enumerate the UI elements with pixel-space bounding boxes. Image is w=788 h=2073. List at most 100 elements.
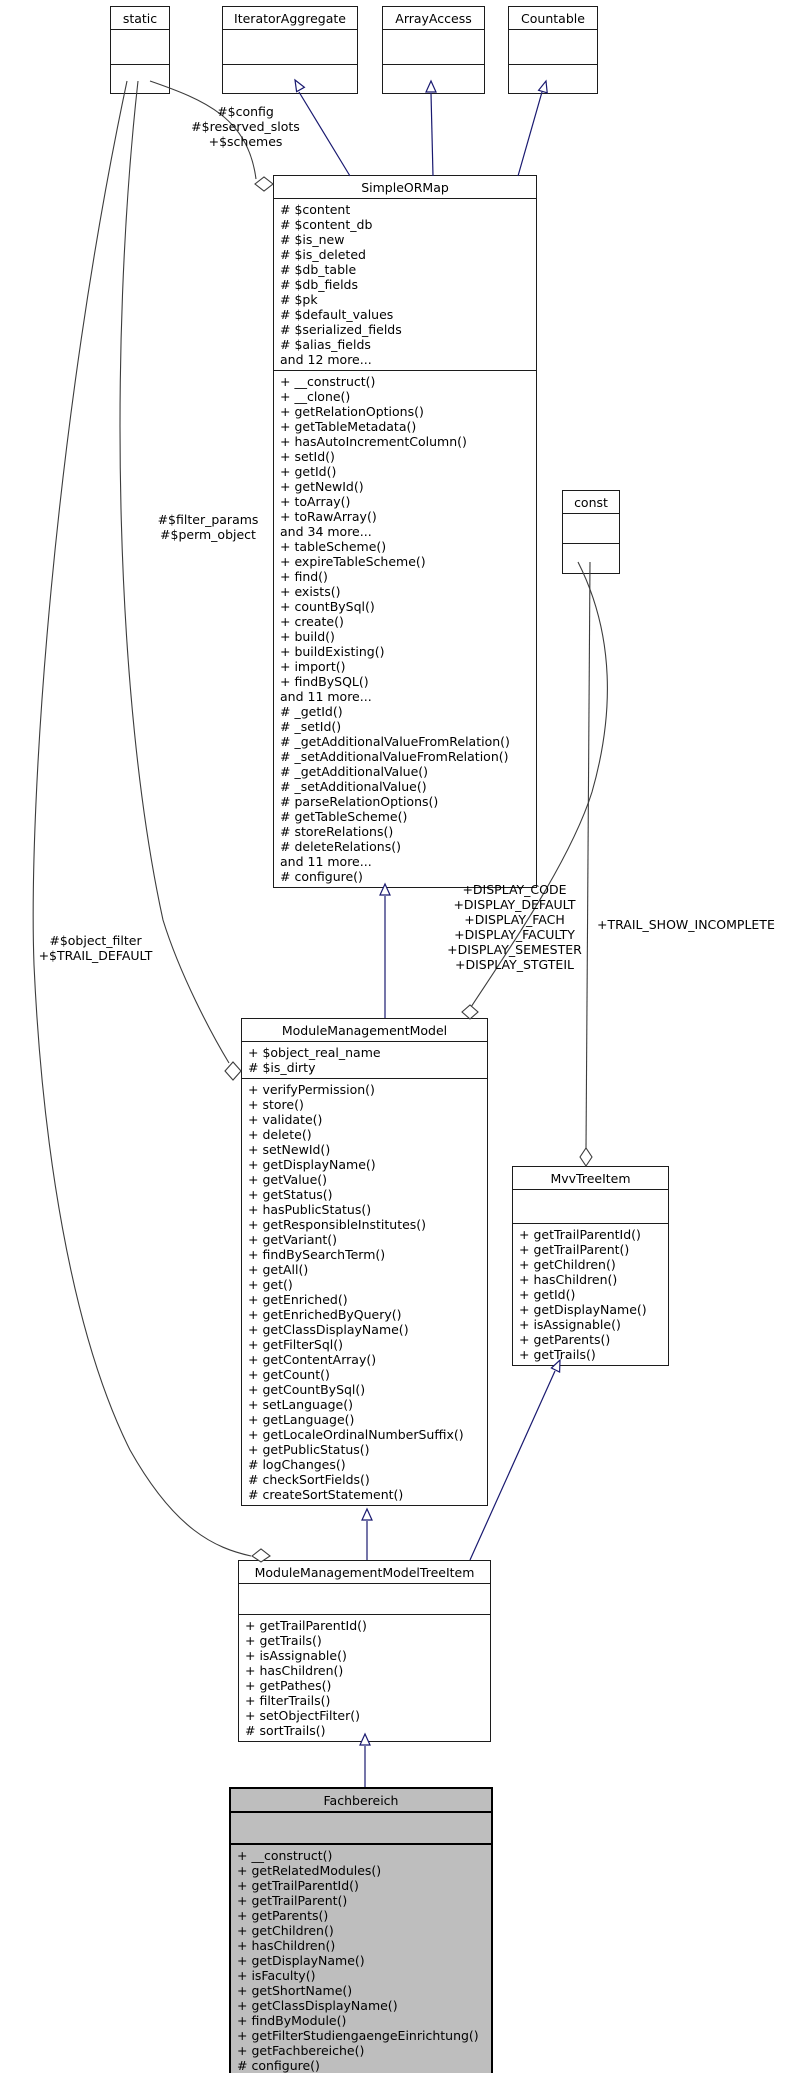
member-line: + __construct() <box>237 1848 333 1863</box>
class-modulemanagementmodel[interactable]: ModuleManagementModel + $object_real_nam… <box>241 1018 488 1506</box>
member-line: + countBySql() <box>280 599 375 614</box>
member-line: + getTrailParent() <box>519 1242 630 1257</box>
inheritance-edge-simpleormap-arrayaccess <box>425 79 437 177</box>
class-title: const <box>574 495 608 510</box>
attributes-compartment: # $content# $content_db# $is_new# $is_de… <box>274 198 536 370</box>
class-title: SimpleORMap <box>361 180 449 195</box>
edge-label-static-simpleormap: #$config#$reserved_slots+$schemes <box>158 104 333 149</box>
methods-compartment <box>563 543 619 573</box>
class-modulemanagementmodeltreeitem[interactable]: ModuleManagementModelTreeItem + getTrail… <box>238 1560 491 1742</box>
member-line: # $db_fields <box>280 277 359 292</box>
class-static[interactable]: static <box>110 6 170 94</box>
member-line: # storeRelations() <box>280 824 394 839</box>
edge-label-const-mmm: +DISPLAY_CODE+DISPLAY_DEFAULT+DISPLAY_FA… <box>437 882 592 972</box>
member-line: + getEnrichedByQuery() <box>248 1307 402 1322</box>
member-line: + setId() <box>280 449 335 464</box>
member-line: + find() <box>280 569 328 584</box>
methods-compartment <box>111 64 169 93</box>
class-mvvtreeitem[interactable]: MvvTreeItem + getTrailParentId()+ getTra… <box>512 1166 669 1366</box>
attributes-compartment: + $object_real_name# $is_dirty <box>242 1041 487 1078</box>
member-line: + getContentArray() <box>248 1352 377 1367</box>
member-line: + hasChildren() <box>519 1272 618 1287</box>
methods-compartment: + verifyPermission()+ store()+ validate(… <box>242 1078 487 1505</box>
member-line: + filterTrails() <box>245 1693 331 1708</box>
member-line: # $is_new <box>280 232 345 247</box>
attributes-compartment <box>513 1189 668 1223</box>
member-line: # _setAdditionalValueFromRelation() <box>280 749 509 764</box>
member-line: + hasAutoIncrementColumn() <box>280 434 467 449</box>
member-line: # logChanges() <box>248 1457 346 1472</box>
member-line: + getFilterSql() <box>248 1337 344 1352</box>
class-iteratoraggregate[interactable]: IteratorAggregate <box>222 6 358 94</box>
member-line: + build() <box>280 629 335 644</box>
inheritance-edge-mmm-simpleormap <box>379 882 391 1018</box>
member-line: # _setAdditionalValue() <box>280 779 427 794</box>
aggregation-edge-const-mvvtreeitem <box>579 561 593 1167</box>
methods-compartment <box>383 64 484 93</box>
member-line: # $pk <box>280 292 318 307</box>
member-line: + getPublicStatus() <box>248 1442 370 1457</box>
class-title: ArrayAccess <box>395 11 472 26</box>
attributes-compartment <box>231 1811 491 1843</box>
member-line: + toRawArray() <box>280 509 377 524</box>
member-line: + getShortName() <box>237 1983 353 1998</box>
member-line: # sortTrails() <box>245 1723 326 1738</box>
member-line: + import() <box>280 659 346 674</box>
member-line: + getStatus() <box>248 1187 333 1202</box>
attributes-compartment <box>111 29 169 64</box>
member-line: # checkSortFields() <box>248 1472 370 1487</box>
member-line: + hasPublicStatus() <box>248 1202 372 1217</box>
class-title: IteratorAggregate <box>234 11 346 26</box>
methods-compartment: + __construct()+ __clone()+ getRelationO… <box>274 370 536 887</box>
member-line: and 11 more... <box>280 854 372 869</box>
member-line: and 34 more... <box>280 524 372 539</box>
class-arrayaccess[interactable]: ArrayAccess <box>382 6 485 94</box>
member-line: + getTrails() <box>245 1633 322 1648</box>
edge-label-line: +DISPLAY_STGTEIL <box>455 957 574 972</box>
member-line: # parseRelationOptions() <box>280 794 439 809</box>
member-line: + expireTableScheme() <box>280 554 426 569</box>
class-title: static <box>122 11 158 26</box>
member-line: + getCount() <box>248 1367 330 1382</box>
member-line: + getValue() <box>248 1172 328 1187</box>
member-line: # $is_dirty <box>248 1060 316 1075</box>
member-line: and 11 more... <box>280 689 372 704</box>
member-line: + getId() <box>280 464 337 479</box>
member-line: + getTrailParent() <box>237 1893 348 1908</box>
edge-label-static-mmmti: #$object_filter+$TRAIL_DEFAULT <box>28 933 163 963</box>
attributes-compartment <box>239 1583 490 1614</box>
member-line: + getResponsibleInstitutes() <box>248 1217 427 1232</box>
aggregation-edge-static-mmm <box>119 80 242 1081</box>
class-fachbereich[interactable]: Fachbereich + __construct()+ getRelatedM… <box>229 1787 493 2073</box>
class-title: ModuleManagementModel <box>281 1023 448 1038</box>
member-line: + findBySQL() <box>280 674 369 689</box>
edge-label-line: +$schemes <box>208 134 283 149</box>
methods-compartment: + getTrailParentId()+ getTrails()+ isAss… <box>239 1614 490 1741</box>
member-line: + buildExisting() <box>280 644 385 659</box>
member-line: + getTrailParentId() <box>237 1878 359 1893</box>
member-line: + getClassDisplayName() <box>248 1322 409 1337</box>
member-line: + getFachbereiche() <box>237 2043 365 2058</box>
member-line: + getVariant() <box>248 1232 338 1247</box>
class-title: ModuleManagementModelTreeItem <box>254 1565 475 1580</box>
edge-label-static-mmm: #$filter_params#$perm_object <box>148 512 268 542</box>
member-line: + get() <box>248 1277 293 1292</box>
methods-compartment: + __construct()+ getRelatedModules()+ ge… <box>231 1843 491 2073</box>
member-line: + getEnriched() <box>248 1292 348 1307</box>
member-line: # _getAdditionalValueFromRelation() <box>280 734 510 749</box>
edge-label-line: +DISPLAY_DEFAULT <box>453 897 576 912</box>
member-line: + getPathes() <box>245 1678 332 1693</box>
member-line: + getChildren() <box>519 1257 616 1272</box>
edge-label-line: +DISPLAY_SEMESTER <box>447 942 582 957</box>
member-line: + getAll() <box>248 1262 309 1277</box>
member-line: # $default_values <box>280 307 394 322</box>
class-simpleormap[interactable]: SimpleORMap # $content# $content_db# $is… <box>273 175 537 888</box>
member-line: + validate() <box>248 1112 323 1127</box>
member-line: # $serialized_fields <box>280 322 402 337</box>
member-line: and 12 more... <box>280 352 372 367</box>
class-const[interactable]: const <box>562 490 620 574</box>
member-line: + hasChildren() <box>237 1938 336 1953</box>
class-countable[interactable]: Countable <box>508 6 598 94</box>
member-line: + getParents() <box>519 1332 611 1347</box>
